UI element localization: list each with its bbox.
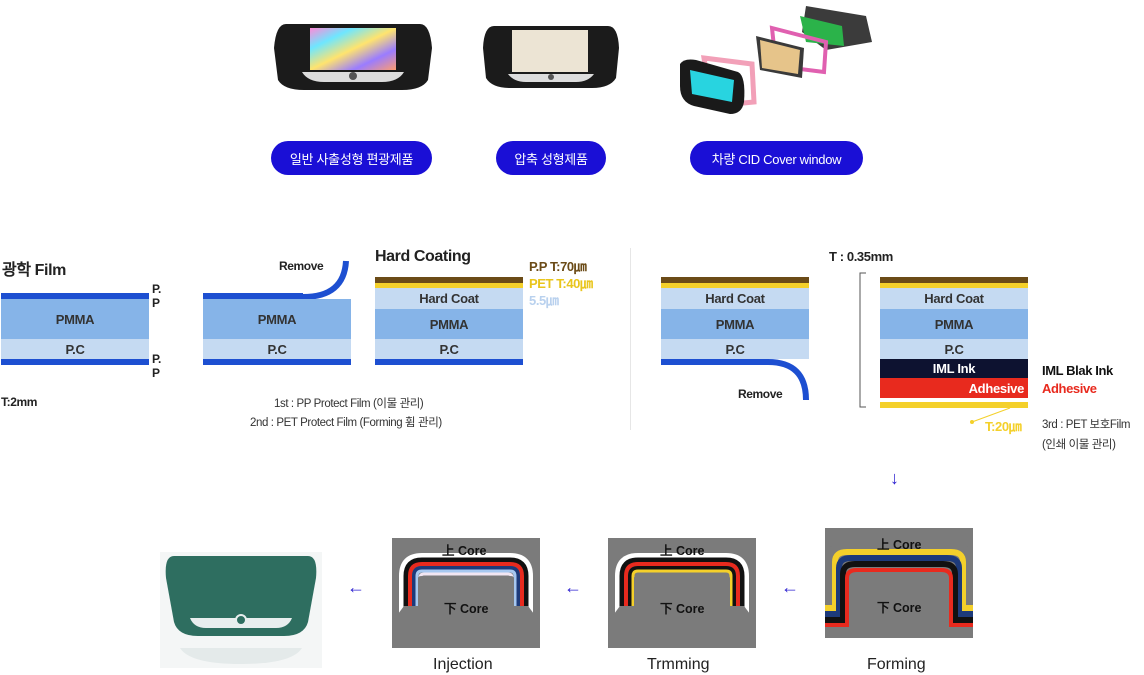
hard-coat-layer: Hard Coat (375, 288, 523, 309)
hard-coating-title: Hard Coating (375, 248, 471, 265)
pc-layer-4: P.C (661, 339, 809, 359)
pp-label-top: P. P (152, 282, 161, 310)
protect-strip-3-bottom (375, 359, 523, 365)
pet-thickness-label: T:20㎛ (985, 419, 1022, 434)
top-core-label-forming: 上 Core (877, 538, 922, 552)
step-trimming: Trmming (647, 656, 710, 673)
pc-layer-2: P.C (203, 339, 351, 359)
compression-product-image (483, 26, 619, 88)
cid-cover-window-pill: 차량 CID Cover window (690, 141, 863, 175)
note-pp-protect: 1st : PP Protect Film (이물 관리) (274, 398, 424, 410)
film-title: 광학 Film (2, 262, 66, 279)
iml-ink-layer: IML Ink (880, 359, 1028, 378)
legend-hard-coat: 5.5㎛ (529, 293, 559, 308)
note-pet-protect-3rd: 3rd : PET 보호Film (1042, 419, 1131, 431)
peeling-film-curve-top (302, 260, 349, 300)
compression-molding-pill: 압축 성형제품 (496, 141, 606, 175)
arrow-down: ↓ (890, 468, 899, 488)
injection-polarized-pill: 일반 사출성형 편광제품 (271, 141, 432, 175)
pp-protect-layer-top (1, 293, 149, 299)
adhesive-layer: Adhesive (880, 378, 1028, 398)
legend-pet: PET T:40㎛ (529, 276, 593, 291)
pc-layer: P.C (1, 339, 149, 359)
pc-layer-5: P.C (880, 339, 1028, 359)
forming-film-stack (825, 528, 973, 638)
note-pet-protect: 2nd : PET Protect Film (Forming 휨 관리) (250, 417, 442, 429)
bottom-core-label-injection: 下 Core (444, 602, 489, 616)
pmma-layer-3: PMMA (375, 309, 523, 339)
remove-label-bottom: Remove (738, 387, 783, 401)
arrow-left-2: ← (564, 577, 582, 597)
forming-mold: 上 Core 下 Core (825, 528, 973, 638)
top-core-label-trimming: 上 Core (660, 544, 705, 558)
thickness-bracket (859, 272, 866, 408)
polarized-product-image (274, 24, 432, 90)
legend-pp: P.P T:70㎛ (529, 259, 587, 274)
pp-film-layer (375, 277, 523, 283)
step-injection: Injection (433, 656, 493, 673)
pet-film-layer-5 (880, 283, 1028, 288)
final-product-image (160, 552, 322, 668)
legend-iml-ink: IML Blak Ink (1042, 363, 1113, 378)
section-divider (630, 248, 631, 430)
pc-layer-3: P.C (375, 339, 523, 359)
note-print-contaminant: (인쇄 이물 관리) (1042, 439, 1116, 451)
pmma-layer-2: PMMA (203, 299, 351, 339)
top-core-label-injection: 上 Core (442, 544, 487, 558)
pet-protect-layer (880, 402, 1028, 408)
trimming-film-stack (608, 553, 756, 648)
pmma-layer-4: PMMA (661, 309, 809, 339)
bottom-core-label-trimming: 下 Core (660, 602, 705, 616)
protect-strip-4-bottom (661, 359, 769, 365)
hard-coat-layer-5: Hard Coat (880, 288, 1028, 309)
step-forming: Forming (867, 656, 926, 673)
injection-mold: 上 Core 下 Core (392, 538, 540, 648)
peeling-film-curve-bottom (767, 359, 809, 401)
bottom-core-label-forming: 下 Core (877, 601, 922, 615)
pet-thickness-pointer (970, 407, 1011, 424)
cid-cover-window-exploded-image (680, 6, 872, 114)
pmma-layer: PMMA (1, 299, 149, 339)
protect-strip-2-top (203, 293, 303, 299)
pet-film-layer-4 (661, 283, 809, 288)
pp-protect-layer-bottom (1, 359, 149, 365)
hard-coat-layer-4: Hard Coat (661, 288, 809, 309)
pet-film-layer (375, 283, 523, 288)
iml-thickness-label: T : 0.35mm (829, 249, 893, 264)
pp-film-layer-4 (661, 277, 809, 283)
arrow-left-1: ← (347, 577, 365, 597)
injection-film-stack (392, 553, 540, 648)
pmma-layer-5: PMMA (880, 309, 1028, 339)
legend-adhesive: Adhesive (1042, 381, 1097, 396)
arrow-left-3: ← (781, 577, 799, 597)
remove-label-top: Remove (279, 259, 324, 273)
trimming-mold: 上 Core 下 Core (608, 538, 756, 648)
film-thickness-label: T:2mm (1, 395, 38, 409)
protect-strip-2-bottom (203, 359, 351, 365)
pp-label-bottom: P. P (152, 352, 161, 380)
pp-film-layer-5 (880, 277, 1028, 283)
